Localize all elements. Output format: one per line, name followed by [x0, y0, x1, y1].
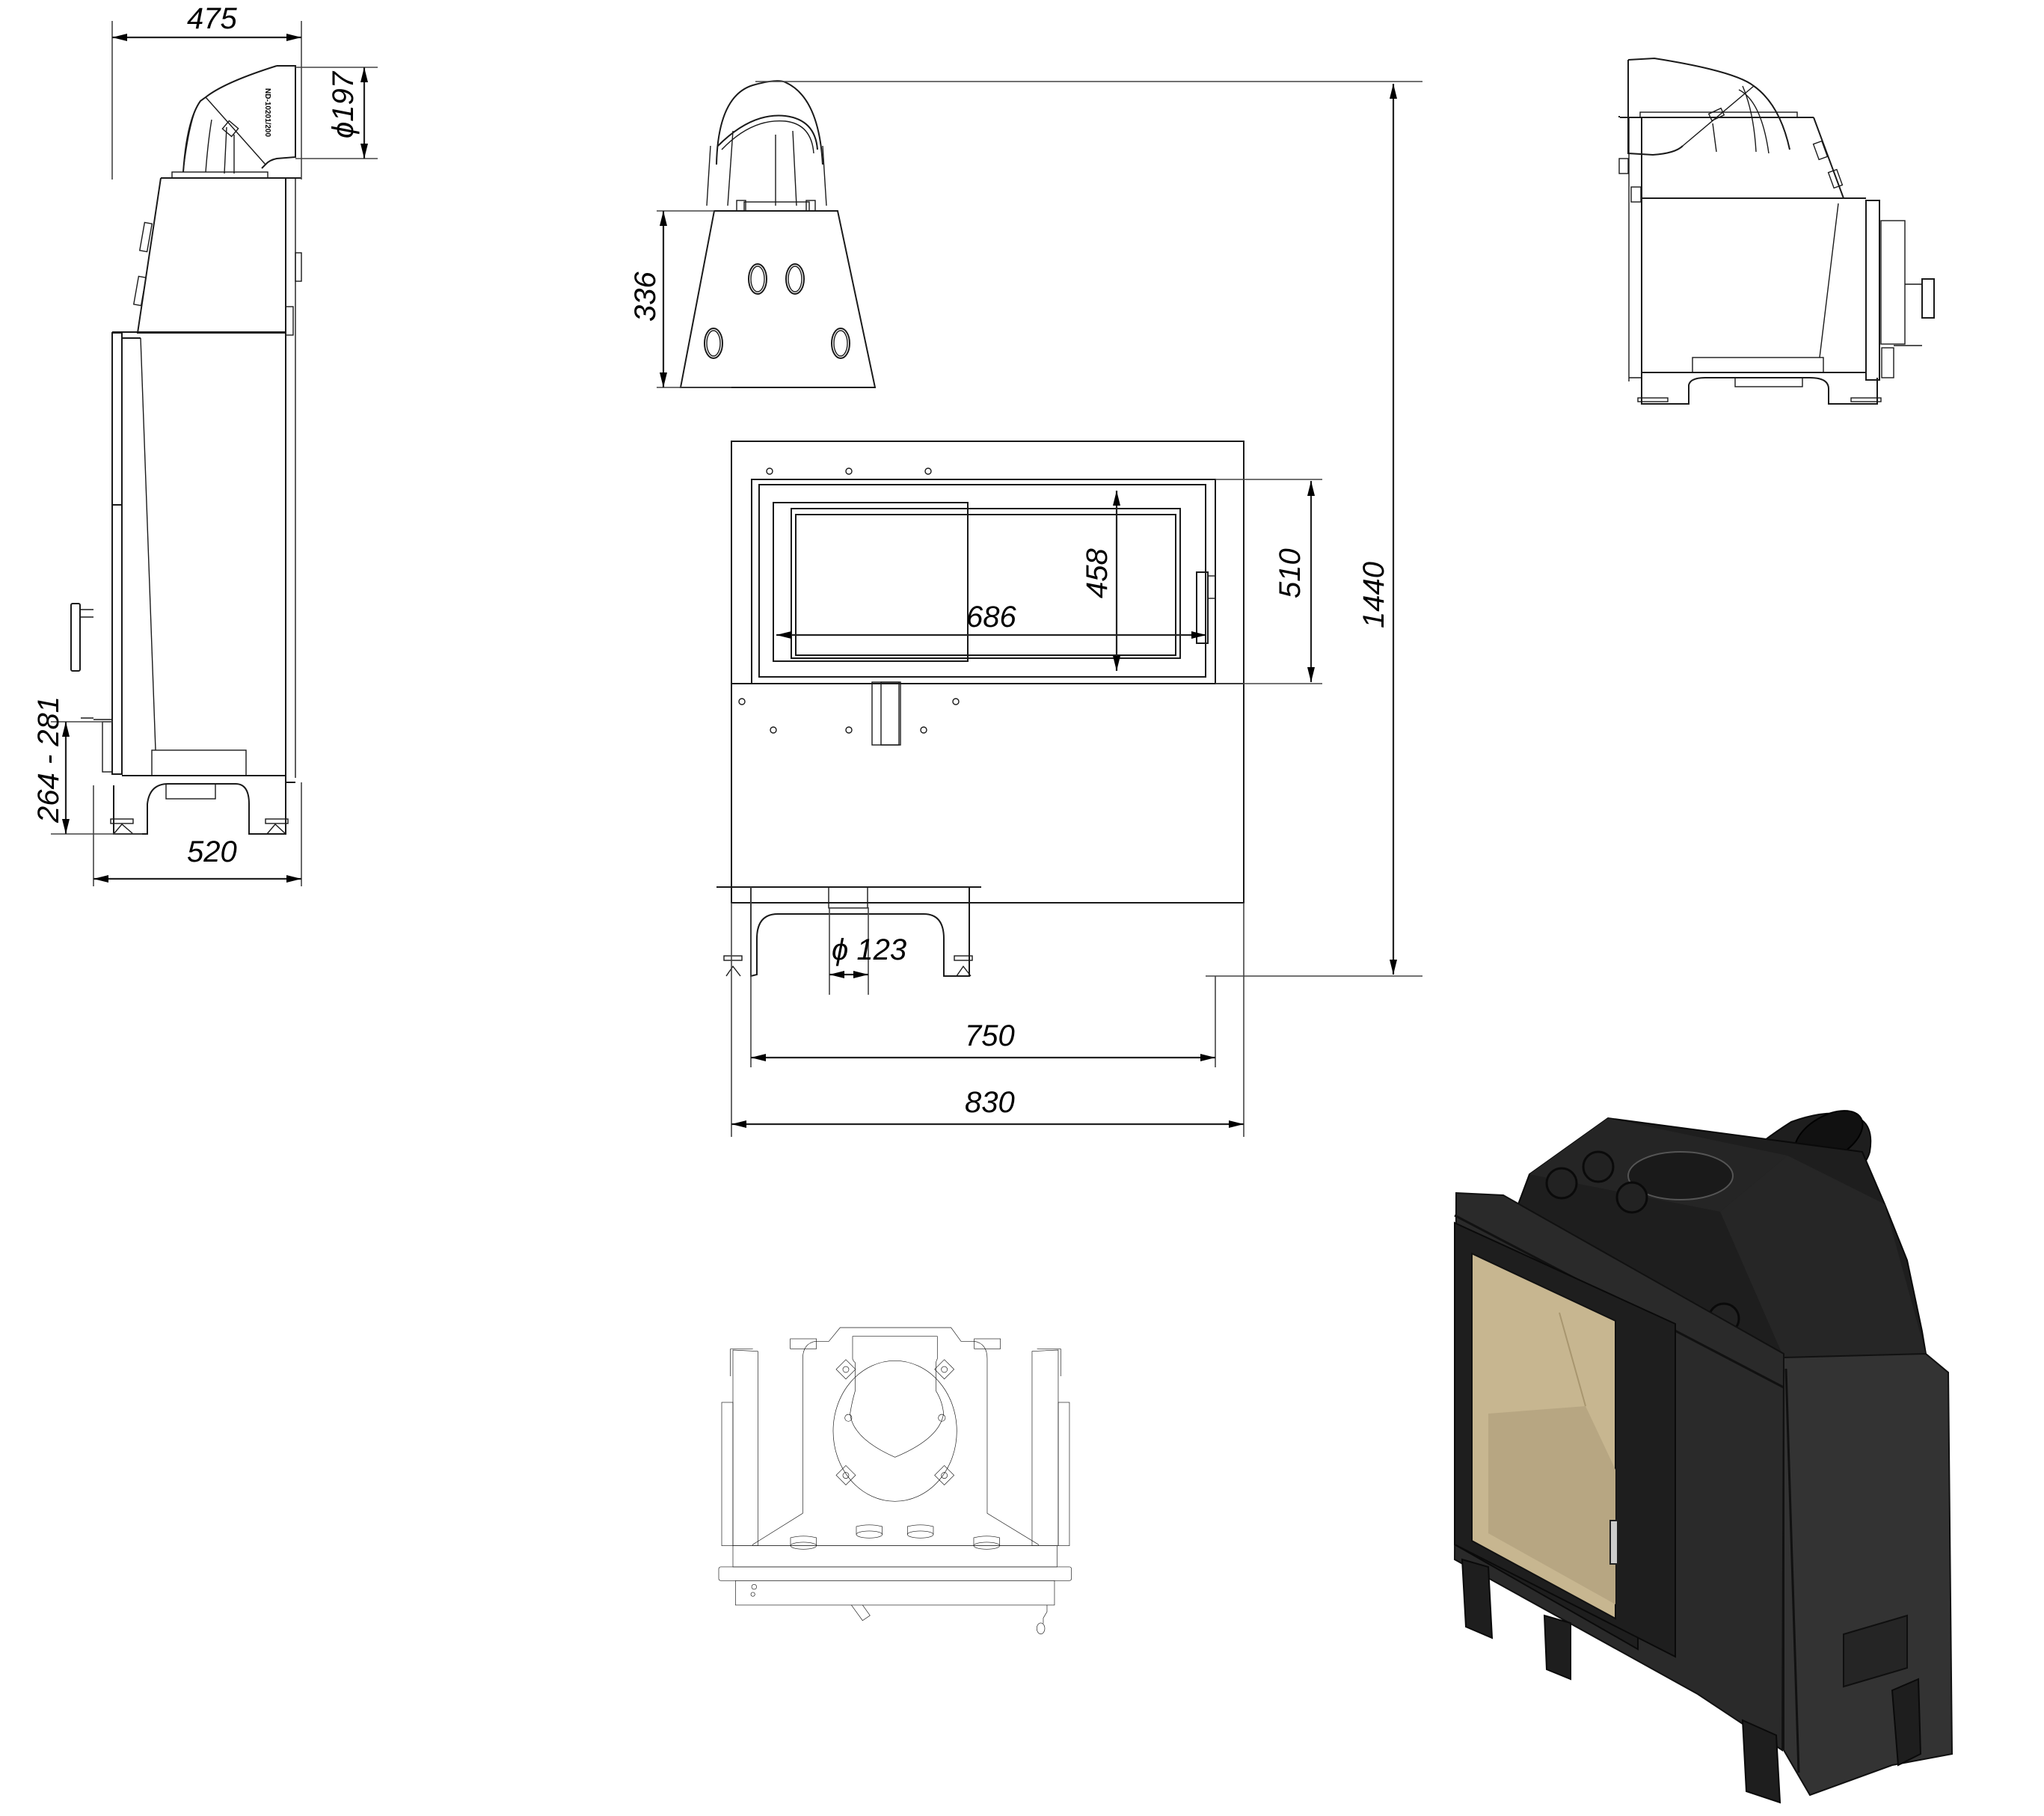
dims-left: 475 ϕ197 520 264 - 281 — [32, 2, 378, 886]
dim-total-width: 830 — [965, 1086, 1015, 1119]
dim-door-height: 510 — [1274, 548, 1307, 598]
top-view — [718, 1327, 1072, 1634]
front-view — [679, 80, 1244, 978]
dim-side-depth-bottom: 520 — [187, 835, 237, 868]
dim-side-leg-height: 264 - 281 — [32, 696, 65, 823]
isometric-render — [1453, 1110, 1954, 1804]
side-view-left: ND-10201/200 — [70, 65, 302, 835]
dims-front: 336 1440 510 458 686 ϕ 123 750 830 — [629, 81, 1422, 1137]
dim-hood-height: 336 — [629, 272, 662, 322]
dim-total-height: 1440 — [1357, 562, 1390, 628]
dim-glass-width: 686 — [966, 601, 1016, 634]
dim-flue-diameter: ϕ197 — [327, 70, 360, 138]
dim-side-depth-top: 475 — [187, 2, 237, 35]
flue-marking: ND-10201/200 — [263, 88, 271, 137]
dim-door-opening-height: 458 — [1081, 548, 1114, 598]
side-view-right — [1618, 57, 1935, 405]
dim-leg-span-width: 750 — [965, 1019, 1015, 1052]
dim-air-inlet-diameter: ϕ 123 — [832, 933, 906, 966]
